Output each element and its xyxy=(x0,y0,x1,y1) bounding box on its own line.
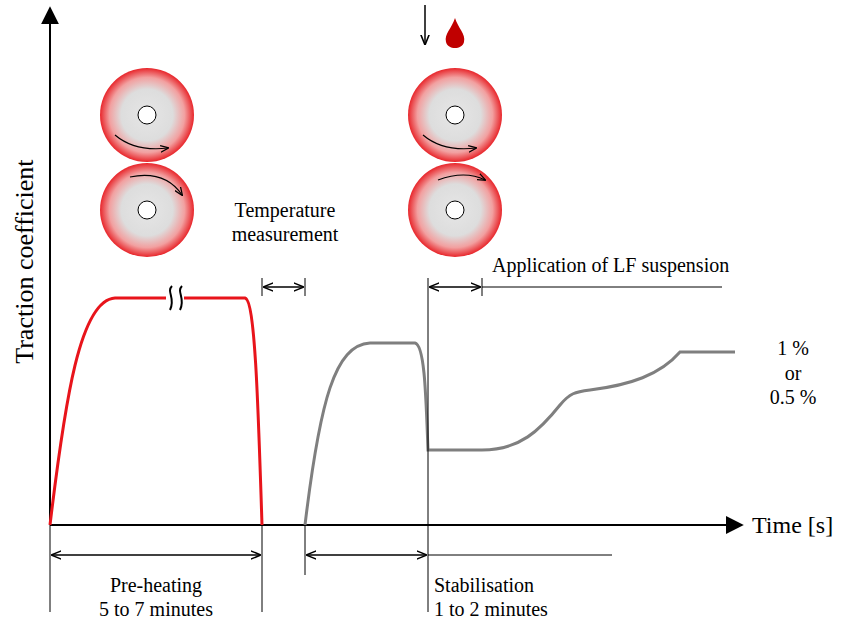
lubricant-droplet xyxy=(446,18,465,48)
annotation: Application of LF suspension xyxy=(492,253,729,277)
phase-label: Stabilisation xyxy=(434,573,534,597)
axis-title: Time [s] xyxy=(752,511,833,540)
x-axis xyxy=(50,524,742,526)
roller-pair xyxy=(408,5,502,257)
y-axis xyxy=(49,8,51,525)
value-label: 0.5 % xyxy=(770,385,817,409)
value-label: or xyxy=(785,361,802,385)
dimension-arrow xyxy=(264,286,303,288)
test-curve xyxy=(305,343,735,525)
dimension-arrow xyxy=(52,554,260,556)
roller-pair xyxy=(100,68,194,257)
annotation: Temperature measurement xyxy=(215,198,355,246)
preheat-curve xyxy=(50,298,262,525)
phase-label: Pre-heating xyxy=(110,573,202,597)
break-symbol xyxy=(170,286,182,310)
dimension-arrow xyxy=(430,286,480,288)
value-label: 1 % xyxy=(777,336,809,360)
dimension-arrow xyxy=(307,554,426,556)
axis-title: Traction coefficient xyxy=(8,160,39,364)
phase-label: 5 to 7 minutes xyxy=(99,597,213,621)
phase-label: 1 to 2 minutes xyxy=(434,597,548,621)
